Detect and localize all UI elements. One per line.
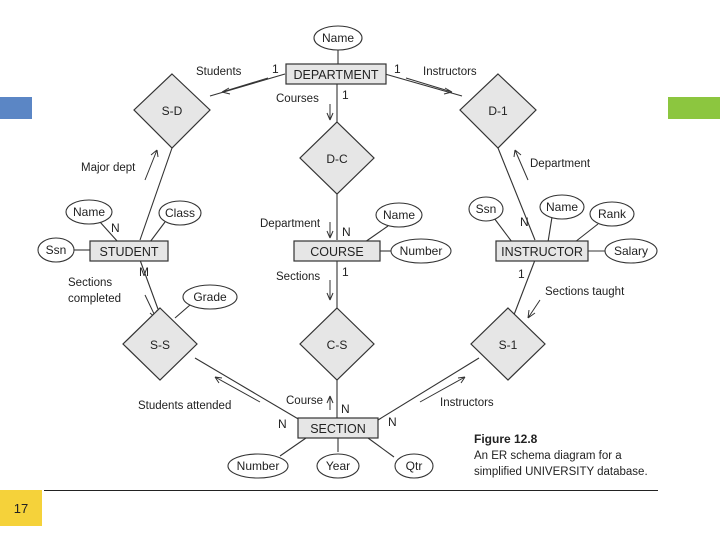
label-department-course: Department [260, 218, 321, 230]
attribute-course-name: Name [375, 202, 423, 228]
svg-text:Number: Number [400, 244, 443, 258]
attribute-instructor-name: Name [539, 194, 585, 220]
right-accent-tab [668, 97, 720, 119]
relationship-s-1: S-1 [470, 307, 546, 381]
attribute-instructor-ssn: Ssn [468, 196, 504, 222]
relationship-s-d: S-D [133, 73, 211, 149]
svg-text:Qtr: Qtr [406, 459, 423, 473]
svg-text:Ssn: Ssn [46, 243, 67, 257]
cardinality-section-left-n: N [278, 417, 287, 431]
svg-text:Salary: Salary [614, 244, 648, 258]
relationship-c-s: C-S [299, 307, 375, 381]
label-instructors-top: Instructors [423, 66, 477, 78]
relationship-c-s-label: C-S [327, 338, 348, 352]
cardinality-instructor-n: N [520, 215, 529, 229]
cardinality-section-top-n: N [341, 402, 350, 416]
cardinality-dept-courses: 1 [342, 88, 349, 102]
svg-text:Name: Name [546, 200, 578, 214]
attribute-student-grade: Grade [182, 284, 238, 310]
entity-department: DEPARTMENT [285, 63, 387, 85]
svg-text:Year: Year [326, 459, 350, 473]
relationship-s-1-label: S-1 [499, 338, 518, 352]
relationship-d-1-label: D-1 [488, 104, 508, 118]
entity-instructor: INSTRUCTOR [495, 240, 589, 262]
left-accent-tab [0, 97, 32, 119]
label-students: Students [196, 66, 242, 78]
cardinality-course-1: 1 [342, 265, 349, 279]
attribute-section-year: Year [316, 453, 360, 479]
label-course-section: Course [286, 395, 323, 407]
attribute-instructor-salary: Salary [604, 238, 658, 264]
entity-course: COURSE [293, 240, 381, 262]
cardinality-student-m: M [139, 265, 149, 279]
label-courses: Courses [276, 93, 319, 105]
attribute-instructor-rank: Rank [589, 201, 635, 227]
relationship-s-s-label: S-S [150, 338, 170, 352]
attribute-student-ssn: Ssn [37, 237, 75, 263]
attribute-course-number: Number [390, 238, 452, 264]
svg-text:Number: Number [237, 459, 280, 473]
entity-section-label: SECTION [310, 422, 366, 436]
relationship-s-d-label: S-D [162, 104, 183, 118]
cardinality-instructor-1: 1 [518, 267, 525, 281]
svg-text:Class: Class [165, 206, 195, 220]
attribute-student-class: Class [158, 200, 202, 226]
svg-text:Rank: Rank [598, 207, 627, 221]
label-sections: Sections [276, 271, 320, 283]
footer-divider [44, 490, 658, 491]
entity-student-label: STUDENT [99, 245, 158, 259]
label-instructors-bottom: Instructors [440, 397, 494, 409]
entity-student: STUDENT [89, 240, 169, 262]
svg-text:Name: Name [322, 31, 354, 45]
slide-number: 17 [0, 490, 42, 526]
svg-text:Name: Name [73, 205, 105, 219]
relationship-d-c: D-C [299, 121, 375, 195]
label-sections-completed-line2: completed [68, 293, 121, 305]
attribute-student-name: Name [65, 199, 113, 225]
figure-caption-line1: An ER schema diagram for a [474, 450, 622, 462]
entity-department-label: DEPARTMENT [294, 68, 379, 82]
cardinality-student-n: N [111, 221, 120, 235]
svg-text:Grade: Grade [193, 290, 227, 304]
figure-caption-title: Figure 12.8 [474, 432, 538, 446]
figure-caption-line2: simplified UNIVERSITY database. [474, 466, 648, 478]
cardinality-dept-instructors: 1 [394, 62, 401, 76]
cardinality-course-n: N [342, 225, 351, 239]
attribute-department-name: Name [313, 25, 363, 51]
attribute-section-qtr: Qtr [394, 453, 434, 479]
attribute-section-number: Number [227, 453, 289, 479]
label-department-right: Department [530, 158, 591, 170]
relationship-d-1: D-1 [459, 73, 537, 149]
relationship-d-c-label: D-C [326, 152, 348, 166]
direction-arrows [144, 77, 541, 410]
relationship-s-s: S-S [122, 307, 198, 381]
label-students-attended: Students attended [138, 400, 231, 412]
label-major-dept: Major dept [81, 162, 136, 174]
svg-text:Ssn: Ssn [476, 202, 497, 216]
cardinality-section-right-n: N [388, 415, 397, 429]
entity-course-label: COURSE [310, 245, 363, 259]
svg-text:Name: Name [383, 208, 415, 222]
label-sections-completed-line1: Sections [68, 277, 112, 289]
entity-instructor-label: INSTRUCTOR [501, 245, 583, 259]
label-sections-taught: Sections taught [545, 286, 625, 298]
cardinality-dept-students: 1 [272, 62, 279, 76]
entity-section: SECTION [297, 417, 379, 439]
